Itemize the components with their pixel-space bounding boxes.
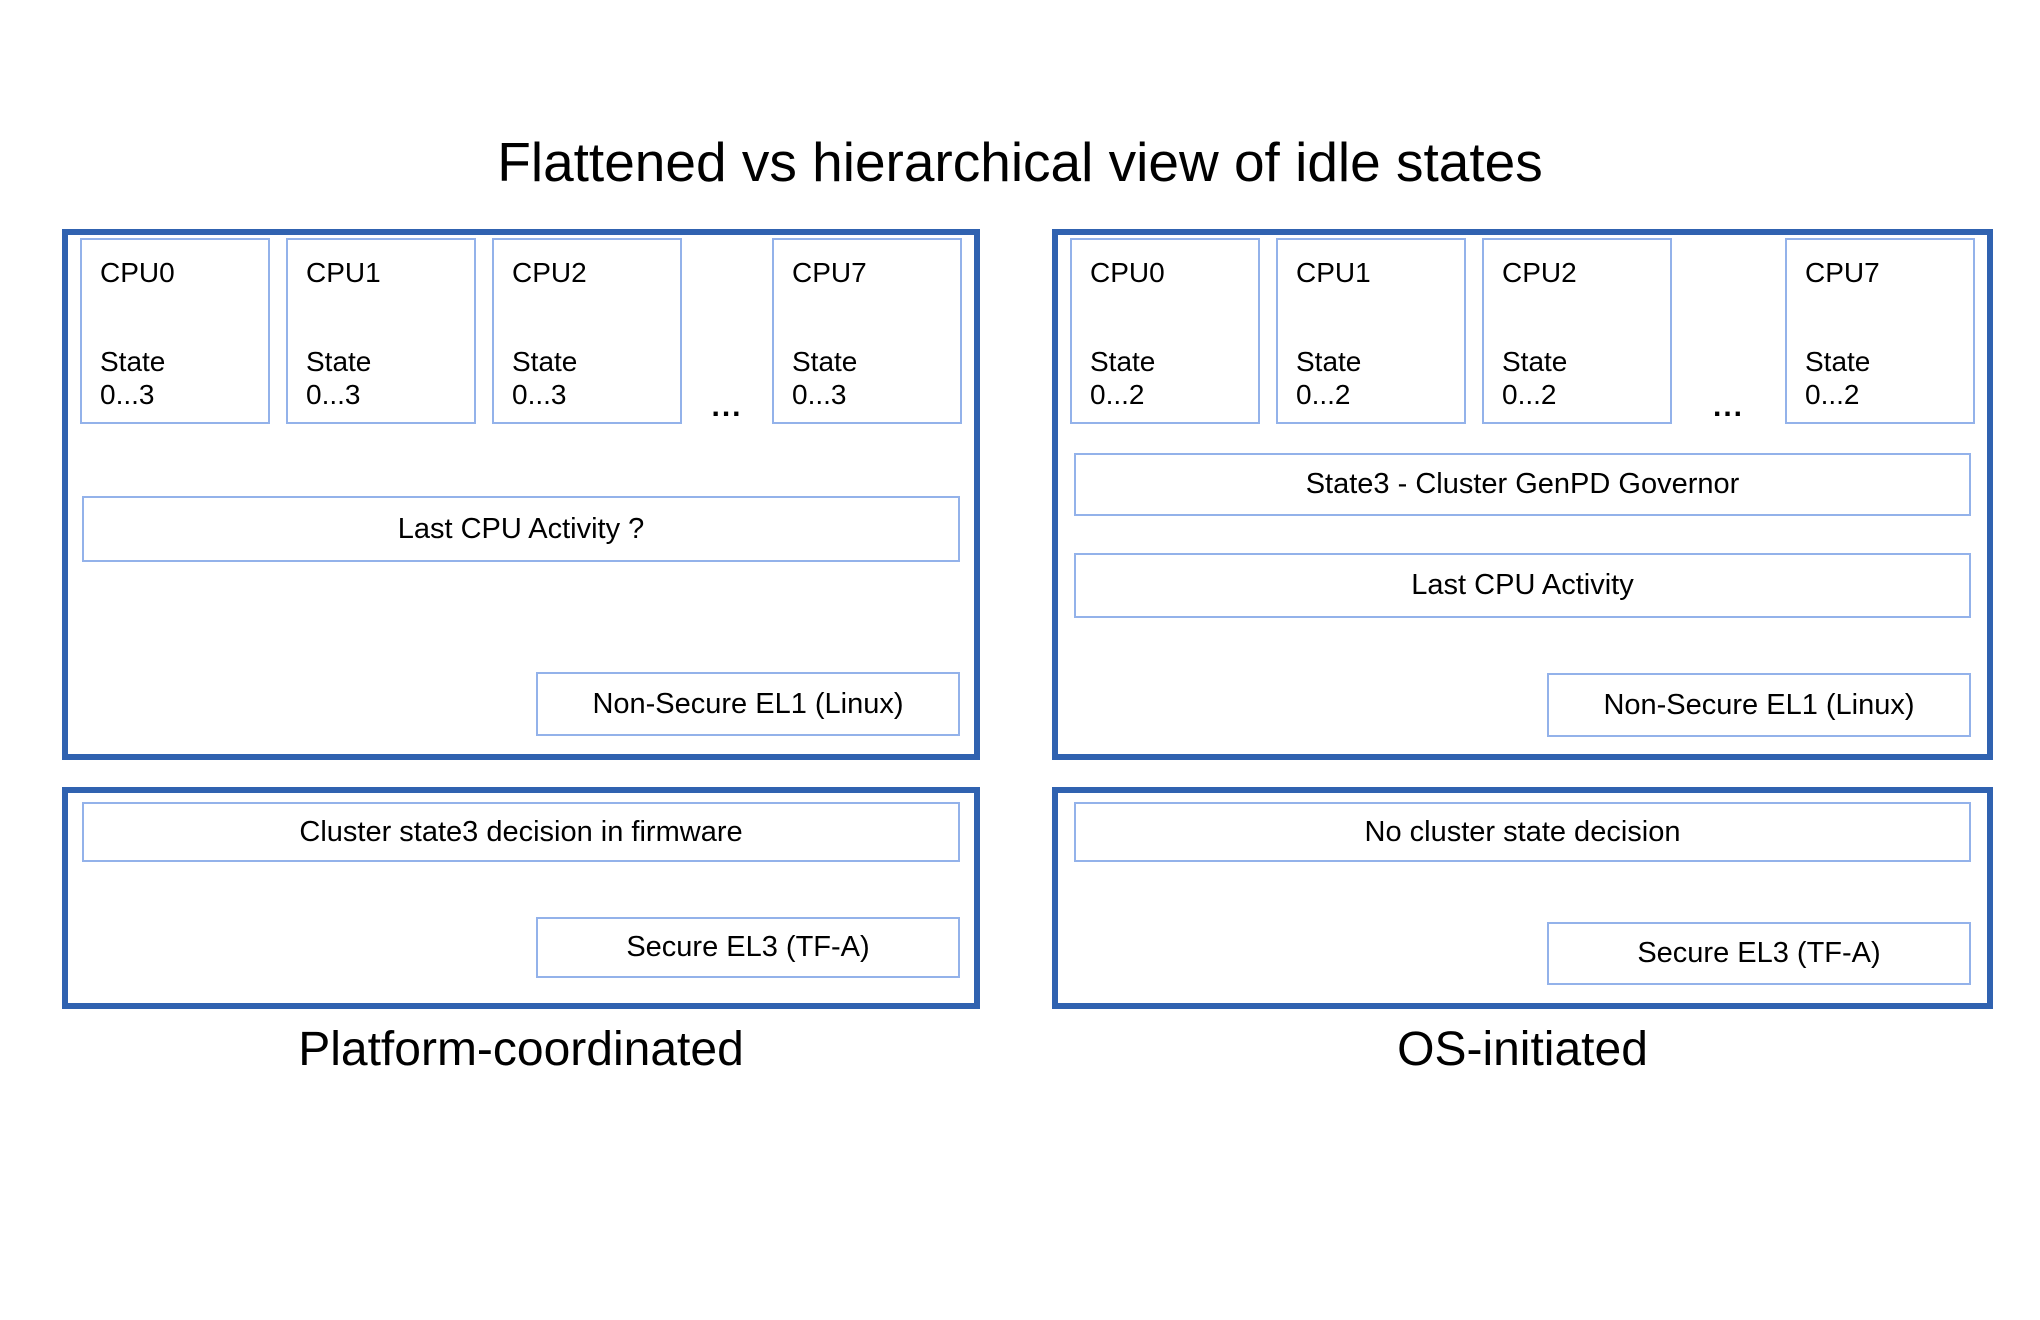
cpu-state-label: State 0...3 <box>792 345 954 412</box>
cpu-name-label: CPU1 <box>306 257 381 288</box>
cpu-state-range: 0...3 <box>100 379 155 411</box>
cpu-name-label: CPU0 <box>100 257 175 288</box>
cpu-state-label: State 0...2 <box>1090 345 1252 412</box>
cpu-state-label: State 0...3 <box>306 345 468 412</box>
platform-coordinated-caption: Platform-coordinated <box>298 1023 744 1076</box>
cpu-state-label: State 0...2 <box>1296 345 1458 412</box>
cpu-state-range: 0...2 <box>1090 379 1145 411</box>
cpu-state-word: State <box>1296 345 1362 377</box>
cpu-state-word: State <box>512 345 578 377</box>
cpu-box-cpu0: CPU0 State 0...2 <box>1070 238 1260 424</box>
cluster-genpd-governor-box: State3 - Cluster GenPD Governor <box>1074 453 1971 516</box>
os-initiated-caption: OS-initiated <box>1397 1023 1648 1076</box>
cpu-state-label: State 0...3 <box>100 345 262 412</box>
cpu-name-label: CPU0 <box>1090 257 1165 288</box>
cpu-box-cpu1: CPU1 State 0...2 <box>1276 238 1466 424</box>
platform-coordinated-linux-panel: CPU0 State 0...3 CPU1 State 0...3 CPU2 S… <box>62 229 980 760</box>
cpu-state-word: State <box>306 345 372 377</box>
last-cpu-activity-question-box: Last CPU Activity ? <box>82 496 960 562</box>
cpu-state-range: 0...3 <box>306 379 361 411</box>
cpu-state-range: 0...3 <box>512 379 567 411</box>
cpu-state-range: 0...2 <box>1296 379 1351 411</box>
cluster-state3-decision-box: Cluster state3 decision in firmware <box>82 802 960 862</box>
os-initiated-linux-panel: CPU0 State 0...2 CPU1 State 0...2 CPU2 S… <box>1052 229 1993 760</box>
cpu-box-cpu0: CPU0 State 0...3 <box>80 238 270 424</box>
cpu-name-label: CPU7 <box>1805 257 1880 288</box>
cpu-box-cpu2: CPU2 State 0...2 <box>1482 238 1672 424</box>
last-cpu-activity-box: Last CPU Activity <box>1074 553 1971 618</box>
diagram-title: Flattened vs hierarchical view of idle s… <box>497 131 1543 193</box>
cpu-state-word: State <box>1090 345 1156 377</box>
cpu-state-range: 0...3 <box>792 379 847 411</box>
cpu-state-label: State 0...2 <box>1502 345 1664 412</box>
cpu-state-word: State <box>1805 345 1871 377</box>
secure-el3-tfa-box: Secure EL3 (TF-A) <box>536 917 960 978</box>
cpu-state-range: 0...2 <box>1502 379 1557 411</box>
cpu-ellipsis: ... <box>1712 390 1744 423</box>
cpu-state-word: State <box>1502 345 1568 377</box>
secure-el3-tfa-box: Secure EL3 (TF-A) <box>1547 922 1971 985</box>
cpu-box-cpu1: CPU1 State 0...3 <box>286 238 476 424</box>
os-initiated-firmware-panel: No cluster state decision Secure EL3 (TF… <box>1052 787 1993 1009</box>
cpu-box-cpu7: CPU7 State 0...2 <box>1785 238 1975 424</box>
cpu-state-label: State 0...3 <box>512 345 674 412</box>
cpu-box-cpu2: CPU2 State 0...3 <box>492 238 682 424</box>
cpu-name-label: CPU2 <box>512 257 587 288</box>
non-secure-el1-linux-box: Non-Secure EL1 (Linux) <box>1547 673 1971 737</box>
cpu-row: CPU0 State 0...2 CPU1 State 0...2 CPU2 S… <box>1058 235 1987 424</box>
cpu-ellipsis: ... <box>711 390 743 423</box>
cpu-state-label: State 0...2 <box>1805 345 1967 412</box>
cpu-name-label: CPU1 <box>1296 257 1371 288</box>
cpu-name-label: CPU7 <box>792 257 867 288</box>
cpu-row: CPU0 State 0...3 CPU1 State 0...3 CPU2 S… <box>68 235 974 424</box>
cpu-name-label: CPU2 <box>1502 257 1577 288</box>
platform-coordinated-firmware-panel: Cluster state3 decision in firmware Secu… <box>62 787 980 1009</box>
cpu-state-word: State <box>100 345 166 377</box>
no-cluster-state-decision-box: No cluster state decision <box>1074 802 1971 862</box>
cpu-box-cpu7: CPU7 State 0...3 <box>772 238 962 424</box>
cpu-state-word: State <box>792 345 858 377</box>
non-secure-el1-linux-box: Non-Secure EL1 (Linux) <box>536 672 960 736</box>
cpu-state-range: 0...2 <box>1805 379 1860 411</box>
